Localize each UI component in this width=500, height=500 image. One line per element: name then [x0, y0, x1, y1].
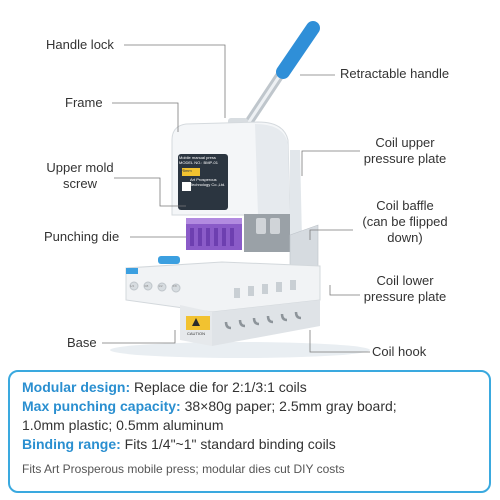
label-coil-hook: Coil hook — [372, 344, 427, 359]
label-coil-baffle: Coil baffle (can be flipped down) — [362, 198, 448, 245]
info-binding-key: Binding range: — [22, 436, 121, 452]
label-retractable-handle: Retractable handle — [340, 66, 450, 81]
device-panel: Mobile manual press MODEL NO.: BMP-01 2*… — [179, 155, 227, 187]
label-handle-lock: Handle lock — [46, 37, 114, 52]
info-capacity: Max punching capacity: 38×80g paper; 2.5… — [22, 397, 479, 416]
device-panel-title: Mobile manual press — [179, 155, 216, 160]
base-graphic — [125, 256, 321, 346]
label-frame: Frame — [65, 95, 103, 110]
info-capacity-value: 38×80g paper; 2.5mm gray board; — [180, 398, 397, 414]
device-panel-size: 2*5mm — [179, 168, 192, 173]
info-modular: Modular design: Replace die for 2:1/3:1 … — [22, 378, 479, 397]
device-panel-brand: Art Prosperous — [190, 177, 217, 182]
punching-die-graphic — [186, 214, 290, 252]
binding-machine-illustration — [102, 21, 370, 358]
size-buttons: 1/4 3/8 1/2 5/8 — [130, 284, 177, 288]
device-panel-brand-sub: Technology Co.,Ltd. — [190, 182, 226, 187]
size-button-label: 1/4 — [130, 284, 135, 288]
frame-graphic — [171, 121, 291, 216]
coil-hook-graphic — [224, 311, 302, 330]
info-modular-value: Replace die for 2:1/3:1 coils — [130, 379, 307, 395]
label-base: Base — [67, 335, 97, 350]
info-capacity-cont: 1.0mm plastic; 0.5mm aluminum — [22, 417, 224, 433]
feature-info-box: Modular design: Replace die for 2:1/3:1 … — [8, 370, 491, 493]
info-capacity-key: Max punching capacity: — [22, 398, 181, 414]
size-button-label: 5/8 — [172, 284, 177, 288]
info-binding: Binding range: Fits 1/4"~1" standard bin… — [22, 435, 479, 454]
size-button-label: 1/2 — [158, 284, 163, 288]
info-binding-value: Fits 1/4"~1" standard binding coils — [120, 436, 336, 452]
label-punching-die: Punching die — [44, 229, 120, 244]
info-modular-key: Modular design: — [22, 379, 131, 395]
retractable-handle-graphic — [228, 21, 320, 137]
label-upper-mold-screw: Upper mold screw — [46, 160, 114, 191]
caution-sticker-text: CAUTION — [187, 331, 205, 336]
label-coil-upper-pressure-plate: Coil upper pressure plate — [363, 135, 447, 166]
size-button-label: 3/8 — [144, 284, 149, 288]
label-coil-lower-pressure-plate: Coil lower pressure plate — [363, 273, 447, 304]
info-footer: Fits Art Prosperous mobile press; modula… — [22, 462, 345, 476]
device-panel-model: MODEL NO.: BMP-01 — [179, 160, 218, 165]
